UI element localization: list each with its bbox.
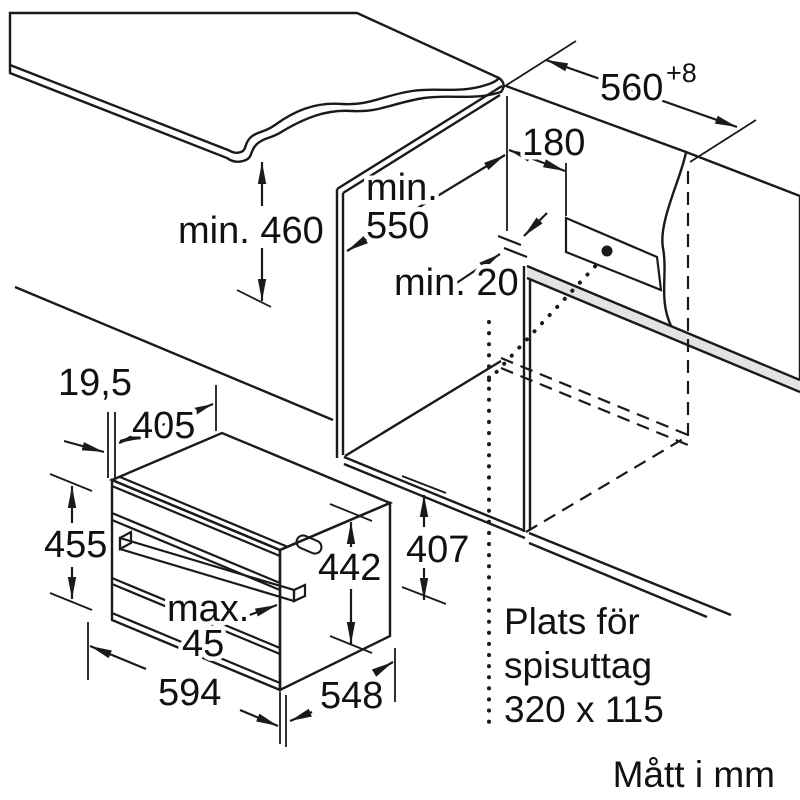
dim-front-height [49, 473, 93, 611]
dim-door-protrusion [232, 603, 278, 623]
outlet-point [601, 245, 613, 257]
niche-width-tolerance-label: +8 [666, 58, 697, 88]
niche-width-label: 560 [600, 67, 663, 109]
min-clearance-height-label: min. 460 [178, 210, 324, 252]
body-height-label: 442 [318, 547, 381, 589]
worktop [8, 11, 505, 163]
dim-min-rear-gap [451, 212, 548, 287]
min-depth-value-label: 550 [366, 205, 429, 247]
width-label: 594 [158, 672, 221, 714]
dim-body-height [329, 503, 373, 654]
worktop-front-edge [9, 63, 500, 155]
dim-niche-width [501, 40, 757, 163]
oven-handle-right-cap [292, 583, 307, 603]
outlet-offset-label: 180 [522, 122, 585, 164]
dim-width [87, 622, 287, 747]
door-protrusion-word-label: max. [167, 588, 249, 630]
oven-handle [118, 536, 296, 603]
frame-thickness-label: 19,5 [58, 362, 132, 404]
dim-body-top-depth [118, 385, 217, 445]
oven [108, 431, 394, 692]
outlet-note-line3: 320 x 115 [504, 689, 664, 730]
dim-outlet-offset [506, 96, 567, 231]
oven-side-face [278, 501, 392, 692]
adjacent-side-panel [661, 150, 800, 385]
cabinet-niche [335, 84, 732, 619]
outlet-leader [487, 258, 603, 724]
door-protrusion-value-label: 45 [182, 623, 224, 665]
min-depth-word-label: min. [366, 167, 438, 209]
dim-min-depth [346, 154, 506, 252]
dim-min-clearance-height [236, 162, 272, 308]
min-rear-gap-label: min. 20 [394, 262, 519, 304]
outlet-note-line2: spisuttag [504, 645, 652, 686]
oven-side-vent [295, 534, 323, 555]
body-top-depth-label: 405 [132, 405, 195, 447]
rear-height-label: 407 [406, 529, 469, 571]
depth-label: 548 [320, 675, 383, 717]
floor-line [14, 285, 334, 422]
dim-rear-height [401, 475, 447, 605]
worktop-surface [8, 11, 505, 163]
front-height-label: 455 [44, 524, 107, 566]
dim-depth [289, 648, 396, 723]
outlet-note-line1: Plats för [504, 601, 640, 642]
outlet-zone [564, 216, 663, 292]
hidden-niche-edges [500, 168, 690, 533]
units-note: Mått i mm [613, 754, 775, 795]
niche-shelf [526, 264, 800, 394]
